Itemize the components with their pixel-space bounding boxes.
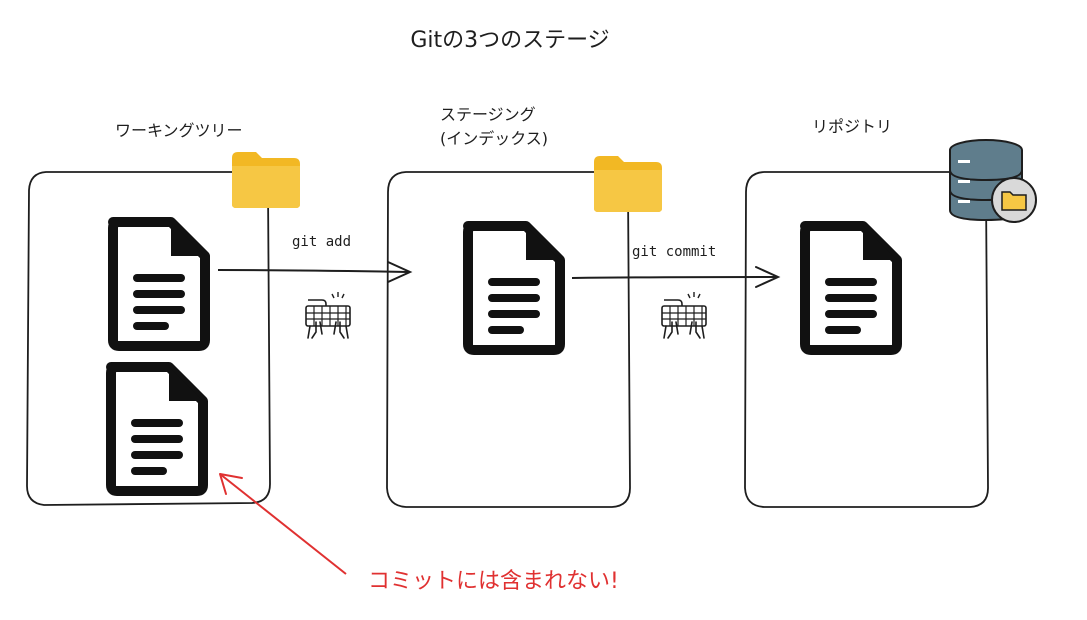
repository-box bbox=[744, 171, 989, 508]
not-committed-note: コミットには含まれない! bbox=[368, 569, 619, 594]
git-add-arrow bbox=[217, 261, 413, 283]
git-commit-label: git commit bbox=[632, 244, 717, 260]
folder-icon bbox=[594, 156, 662, 212]
keyboard-hands-icon bbox=[305, 291, 351, 339]
staging-label-line1: ステージング bbox=[440, 105, 536, 124]
note-arrow bbox=[219, 473, 347, 575]
diagram-title: Gitの3つのステージ bbox=[410, 28, 610, 53]
git-add-label: git add bbox=[292, 234, 352, 250]
database-icon bbox=[949, 139, 1037, 223]
working-tree-label: ワーキングツリー bbox=[115, 121, 243, 140]
document-icon bbox=[468, 226, 560, 350]
keyboard-hands-icon bbox=[661, 291, 707, 339]
document-icon bbox=[113, 222, 205, 346]
folder-icon bbox=[232, 152, 300, 208]
staging-label-line2: (インデックス) bbox=[440, 129, 549, 148]
git-commit-arrow bbox=[571, 266, 781, 288]
document-icon bbox=[805, 226, 897, 350]
document-icon bbox=[111, 367, 203, 491]
repository-label: リポジトリ bbox=[812, 117, 893, 136]
